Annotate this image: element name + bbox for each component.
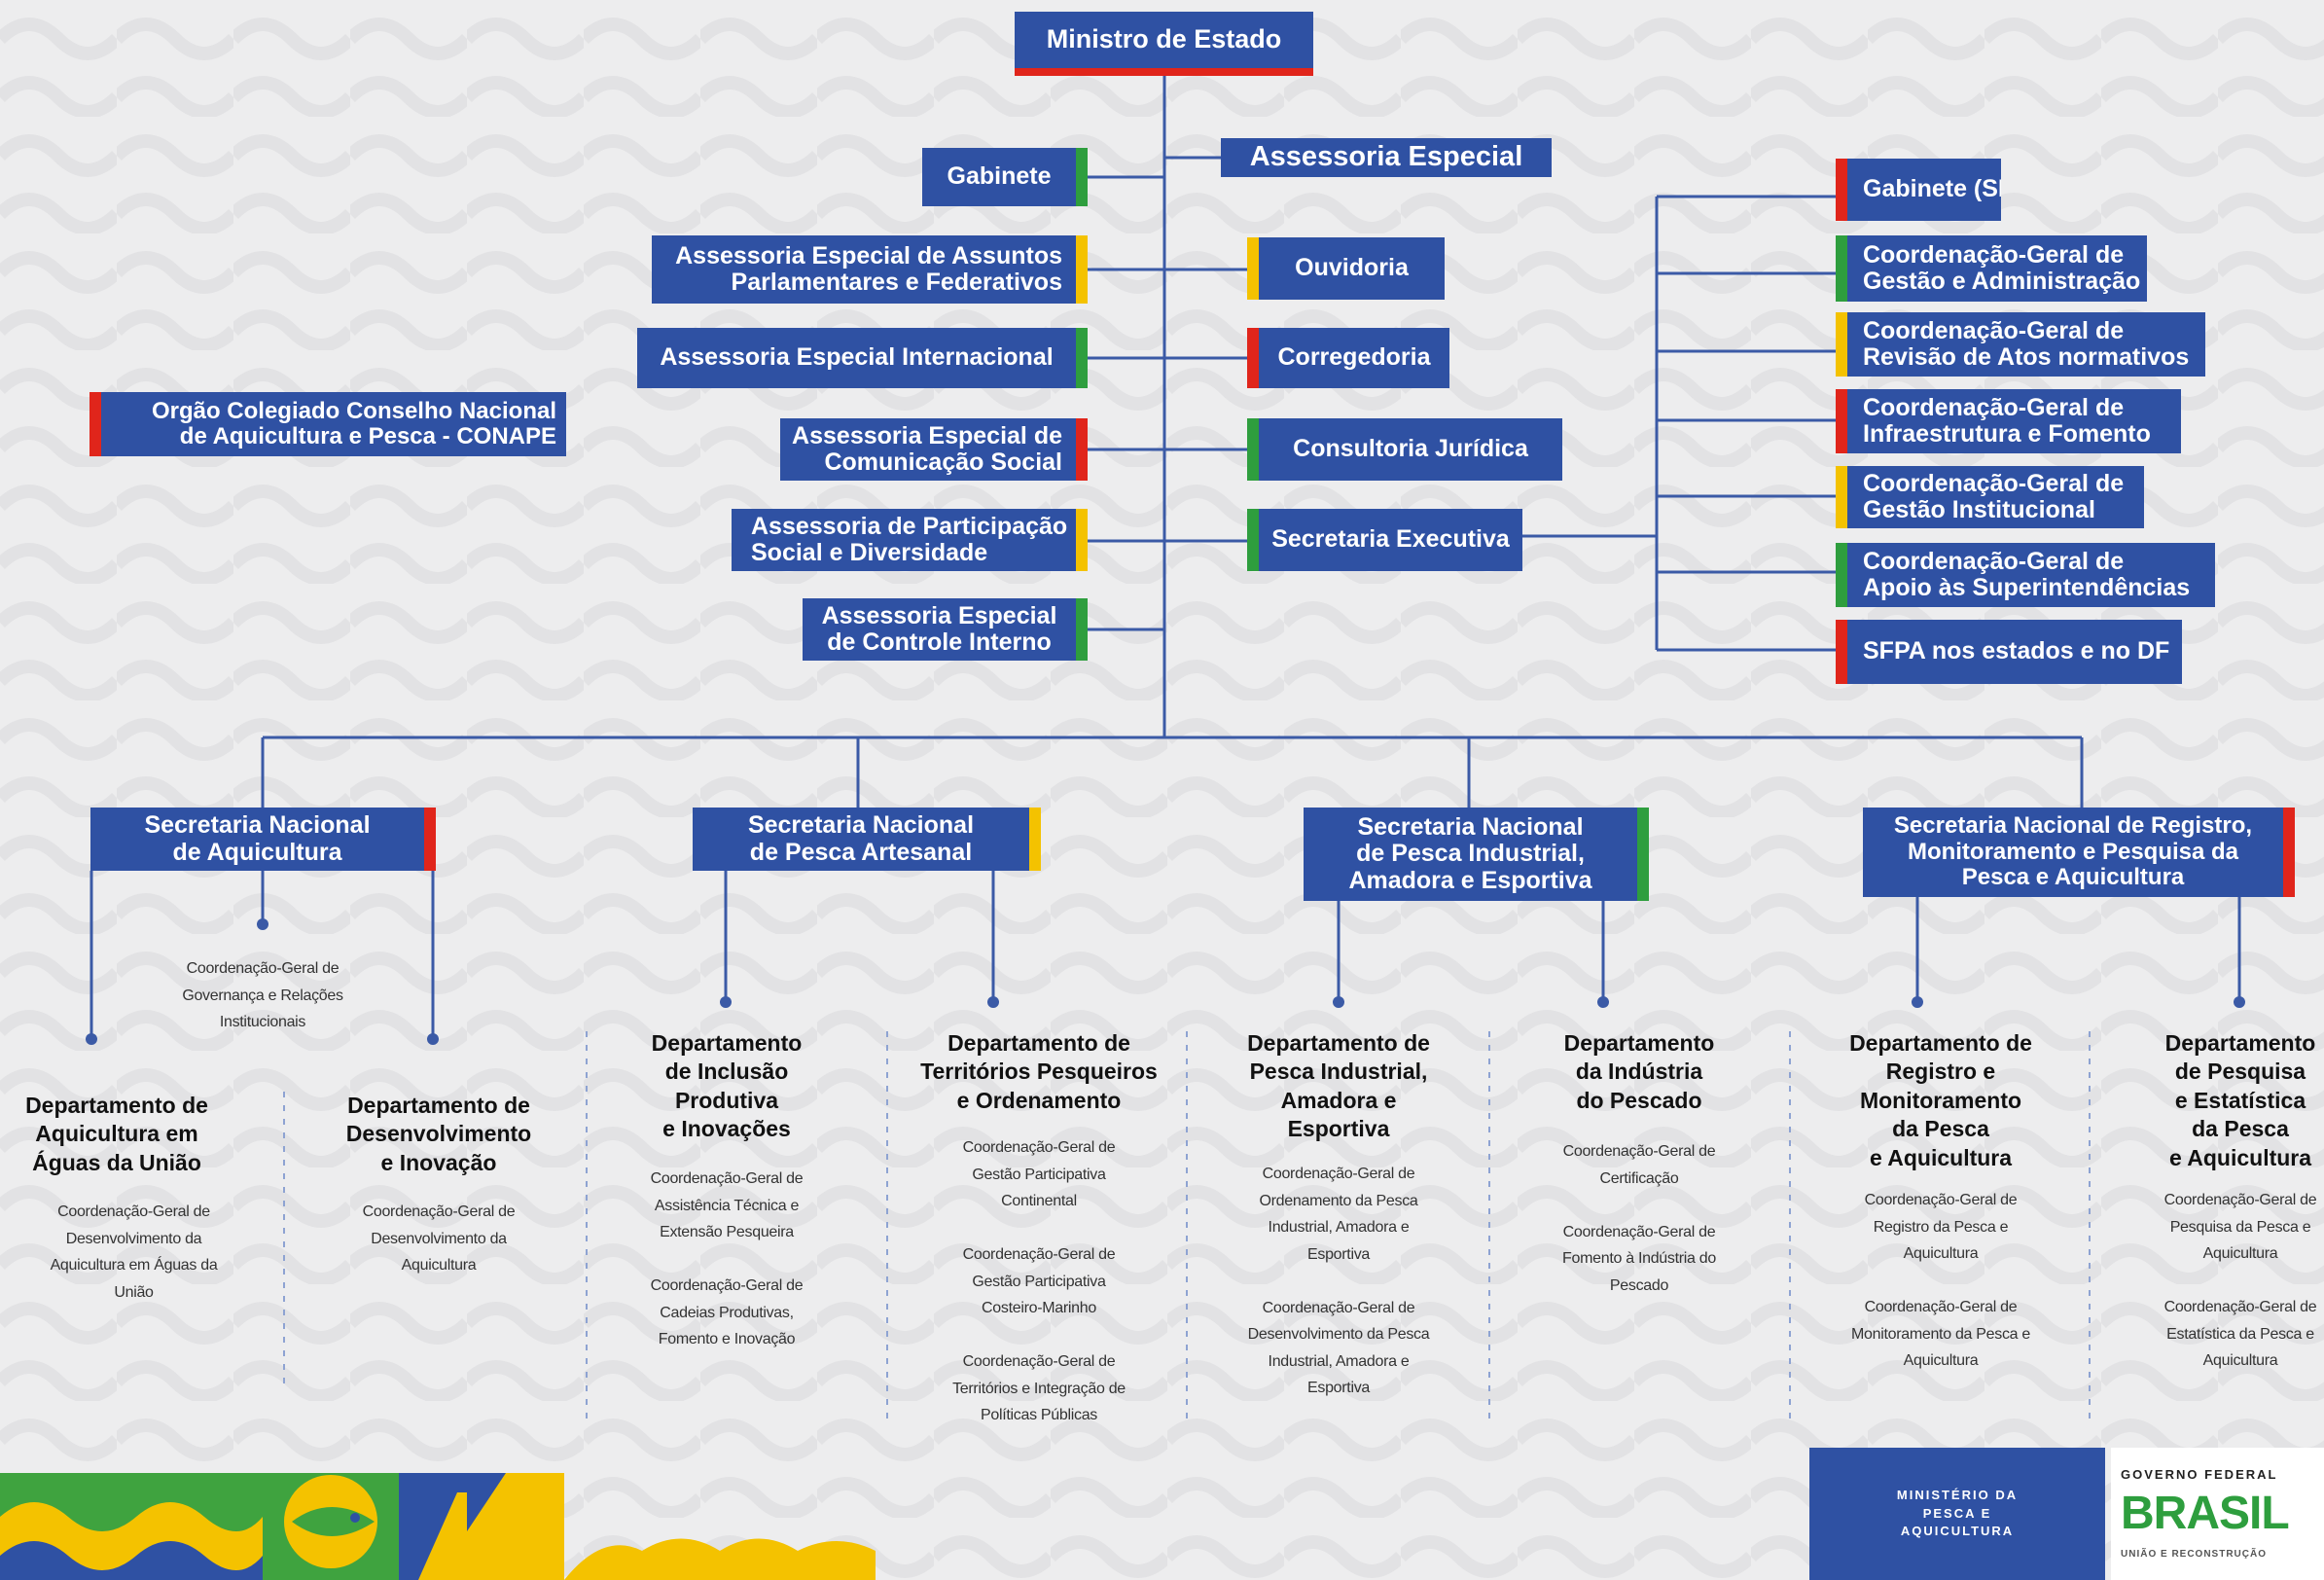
gabinete-label: Gabinete [947,162,1052,191]
communication-box: Assessoria Especial de Comunicação Socia… [780,418,1088,481]
secretariat-artisanal-fishing-label: Secretaria Nacional de Pesca Artesanal [747,811,975,866]
dept-development-innovation-title: Departamento de Desenvolvimento e Inovaç… [345,1093,532,1175]
parliamentary-affairs-box: Assessoria Especial de Assuntos Parlamen… [652,235,1088,304]
ouvidoria-box: Ouvidoria [1247,237,1445,300]
special-advisory-label: Assessoria Especial [1249,141,1523,173]
dept-research-statistics-title: Departamento de Pesquisa e Estatística d… [2164,1030,2316,1170]
exec-unit-sfpa-label: SFPA nos estados e no DF [1863,637,2170,665]
internal-control-box: Assessoria Especial de Controle Interno [803,598,1088,661]
exec-unit-superintendencies-label: Coordenação-Geral de Apoio às Superinten… [1863,547,2191,601]
dept-aquaculture-union-waters-title: Departamento de Aquicultura em Águas da … [25,1093,208,1175]
exec-unit-management: Coordenação-Geral de Gestão e Administra… [1836,235,2147,302]
dept-productive-inclusion-coordinations: Coordenação-Geral de Assistência Técnica… [650,1170,804,1348]
dept-fishing-territories-coordinations: Coordenação-Geral de Gestão Participativ… [952,1139,1126,1424]
secretariat-registry-research: Secretaria Nacional de Registro, Monitor… [1863,808,2295,897]
legal-consulting-label: Consultoria Jurídica [1293,435,1528,463]
ouvidoria-label: Ouvidoria [1295,254,1409,282]
internal-control-label: Assessoria Especial de Controle Interno [821,601,1057,656]
executive-secretariat-box: Secretaria Executiva [1247,509,1522,571]
governance-coordination: Coordenação-Geral de Governança e Relaçõ… [182,960,343,1031]
exec-unit-management-label: Coordenação-Geral de Gestão e Administra… [1863,240,2141,295]
exec-unit-gabinete-label: Gabinete (SE) [1863,175,2001,203]
exec-unit-infrastructure: Coordenação-Geral de Infraestrutura e Fo… [1836,389,2181,453]
conape-label: Orgão Colegiado Conselho Nacional de Aqu… [151,397,556,449]
secretariat-aquaculture: Secretaria Nacional de Aquicultura [90,808,436,871]
parliamentary-affairs-label: Assessoria Especial de Assuntos Parlamen… [675,241,1062,296]
exec-unit-institutional: Coordenação-Geral de Gestão Instituciona… [1836,466,2144,528]
exec-unit-normative-label: Coordenação-Geral de Revisão de Atos nor… [1863,316,2190,371]
government-logo-wordmark: BRASIL [2121,1488,2290,1539]
corregedoria-label: Corregedoria [1277,343,1431,372]
participation-box: Assessoria de Participação Social e Dive… [732,509,1088,571]
ministry-logo: MINISTÉRIO DA PESCA E AQUICULTURA [1809,1448,2105,1580]
international-box: Assessoria Especial Internacional [637,328,1088,388]
dept-industrial-fishing-coordinations: Coordenação-Geral de Ordenamento da Pesc… [1247,1166,1430,1397]
exec-unit-gabinete: Gabinete (SE) [1836,159,2001,221]
participation-label: Assessoria de Participação Social e Dive… [751,512,1068,566]
conape-box: Orgão Colegiado Conselho Nacional de Aqu… [89,392,566,456]
dept-productive-inclusion-title: Departamento de Inclusão Produtiva e Ino… [651,1030,803,1142]
minister-label: Ministro de Estado [1046,24,1282,54]
decorative-brazil-pattern [0,1473,876,1580]
dept-registry-monitoring-coordinations: Coordenação-Geral de Registro da Pesca e… [1850,1192,2031,1370]
secretariat-artisanal-fishing: Secretaria Nacional de Pesca Artesanal [693,808,1041,871]
corregedoria-box: Corregedoria [1247,328,1449,388]
government-logo: GOVERNO FEDERAL BRASIL UNIÃO E RECONSTRU… [2111,1448,2324,1580]
dept-industrial-fishing-title: Departamento de Pesca Industrial, Amador… [1247,1030,1430,1142]
exec-unit-normative: Coordenação-Geral de Revisão de Atos nor… [1836,312,2205,377]
exec-unit-superintendencies: Coordenação-Geral de Apoio às Superinten… [1836,543,2215,607]
international-label: Assessoria Especial Internacional [660,343,1054,372]
legal-consulting-box: Consultoria Jurídica [1247,418,1562,481]
dept-development-innovation-coordinations: Coordenação-Geral de Desenvolvimento da … [362,1203,516,1275]
exec-unit-infrastructure-label: Coordenação-Geral de Infraestrutura e Fo… [1863,393,2151,448]
dept-registry-monitoring-title: Departamento de Registro e Monitoramento… [1849,1030,2032,1170]
government-logo-top-text: GOVERNO FEDERAL [2121,1467,2278,1482]
exec-unit-institutional-label: Coordenação-Geral de Gestão Instituciona… [1863,469,2125,523]
gabinete-box: Gabinete [922,148,1088,206]
special-advisory-box: Assessoria Especial [1221,138,1552,177]
executive-secretariat-label: Secretaria Executiva [1271,525,1510,554]
secretariat-aquaculture-label: Secretaria Nacional de Aquicultura [144,811,371,866]
dept-fishing-territories-title: Departamento de Territórios Pesqueiros e… [920,1030,1158,1113]
minister-box: Ministro de Estado [1015,12,1313,76]
secretariat-industrial-fishing: Secretaria Nacional de Pesca Industrial,… [1304,808,1649,901]
dept-fish-industry-coordinations: Coordenação-Geral de Certificação Coorde… [1562,1143,1716,1294]
secretariat-registry-research-label: Secretaria Nacional de Registro, Monitor… [1893,812,2253,891]
secretariat-industrial-fishing-label: Secretaria Nacional de Pesca Industrial,… [1348,812,1592,894]
ministry-logo-text: MINISTÉRIO DA PESCA E AQUICULTURA [1896,1487,2019,1539]
dept-fish-industry-title: Departamento da Indústria do Pescado [1563,1030,1715,1113]
dept-research-statistics-coordinations: Coordenação-Geral de Pesquisa da Pesca e… [2163,1192,2317,1370]
communication-label: Assessoria Especial de Comunicação Socia… [792,421,1062,476]
dept-aquaculture-union-waters-coordinations: Coordenação-Geral de Desenvolvimento da … [50,1203,218,1301]
exec-unit-sfpa: SFPA nos estados e no DF [1836,620,2182,684]
government-logo-bottom-text: UNIÃO E RECONSTRUÇÃO [2121,1549,2268,1560]
